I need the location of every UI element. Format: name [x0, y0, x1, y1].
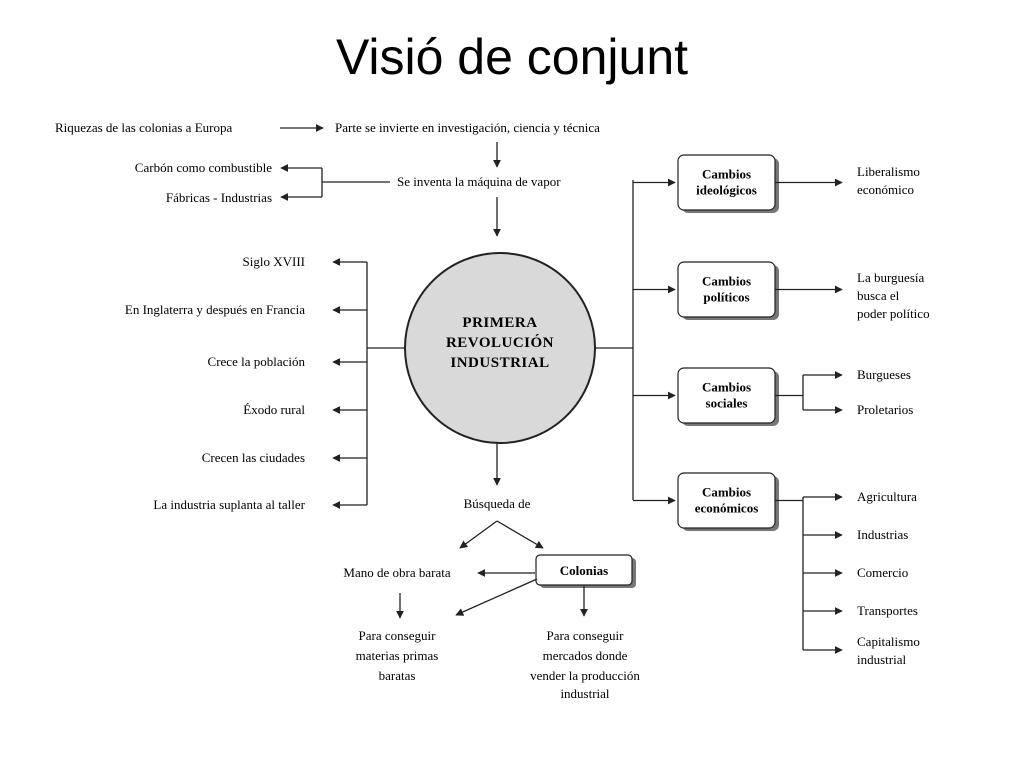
left-arrows — [332, 258, 367, 509]
busqueda-label: Búsqueda de — [464, 496, 531, 511]
investigacion-label: Parte se invierte en investigación, cien… — [335, 120, 600, 135]
materias-line2: materias primas — [356, 648, 439, 663]
slide-title: Visió de conjunt — [335, 29, 689, 85]
change-item-0-0-line-0: Liberalismo — [857, 164, 920, 179]
left-item-5: La industria suplanta al taller — [153, 497, 305, 512]
arrow-busqueda-right — [496, 520, 544, 549]
change-box-0-line-1: ideológicos — [696, 183, 757, 198]
change-box-3-line-0: Cambios — [702, 485, 751, 500]
change-box-1-line-1: políticos — [703, 290, 749, 305]
change-item-3-0-line-0: Agricultura — [857, 489, 917, 504]
arrow-busqueda-left — [459, 520, 498, 549]
riquezas-label: Riquezas de las colonias a Europa — [55, 120, 232, 135]
materias-line1: Para conseguir — [359, 628, 437, 643]
change-item-3-3-line-0: Transportes — [857, 603, 918, 618]
mercados-line4: industrial — [560, 686, 609, 701]
change-item-0-0-line-1: económico — [857, 182, 914, 197]
change-item-3-4-line-0: Capitalismo — [857, 634, 920, 649]
center-line1: PRIMERA — [462, 315, 537, 331]
fabricas-label: Fábricas - Industrias — [166, 190, 272, 205]
change-box-2-line-0: Cambios — [702, 380, 751, 395]
change-item-3-2-line-0: Comercio — [857, 565, 908, 580]
change-item-1-0-line-1: busca el — [857, 288, 900, 303]
center-line3: INDUSTRIAL — [450, 355, 549, 371]
left-item-0: Siglo XVIII — [243, 254, 305, 269]
carbon-label: Carbón como combustible — [135, 160, 272, 175]
colonias-label: Colonias — [560, 563, 608, 578]
mercados-line1: Para conseguir — [547, 628, 625, 643]
change-box-3-line-1: económicos — [695, 501, 759, 516]
materias-line3: baratas — [379, 668, 416, 683]
left-item-1: En Inglaterra y después en Francia — [125, 302, 305, 317]
right-branch: CambiosideológicosLiberalismoeconómicoCa… — [633, 154, 930, 667]
center-line2: REVOLUCIÓN — [446, 334, 554, 351]
change-box-0-line-0: Cambios — [702, 167, 751, 182]
maquina-label: Se inventa la máquina de vapor — [397, 174, 561, 189]
left-item-4: Crecen las ciudades — [202, 450, 305, 465]
change-item-2-1-line-0: Proletarios — [857, 402, 913, 417]
change-item-3-4-line-1: industrial — [857, 652, 906, 667]
mano-obra-label: Mano de obra barata — [343, 565, 450, 580]
arrow-colonias-materias — [455, 578, 538, 616]
change-item-1-0-line-2: poder político — [857, 306, 930, 321]
left-item-3: Éxodo rural — [243, 402, 305, 417]
change-item-3-1-line-0: Industrias — [857, 527, 908, 542]
mercados-line3: vender la producción — [530, 668, 640, 683]
left-item-2: Crece la población — [208, 354, 306, 369]
change-item-2-0-line-0: Burgueses — [857, 367, 911, 382]
change-box-2-line-1: sociales — [706, 396, 748, 411]
left-labels: Siglo XVIII En Inglaterra y después en Fr… — [125, 254, 306, 512]
change-box-1-line-0: Cambios — [702, 274, 751, 289]
colonias-box — [535, 554, 633, 586]
change-item-1-0-line-0: La burguesía — [857, 270, 924, 285]
mercados-line2: mercados donde — [543, 648, 628, 663]
